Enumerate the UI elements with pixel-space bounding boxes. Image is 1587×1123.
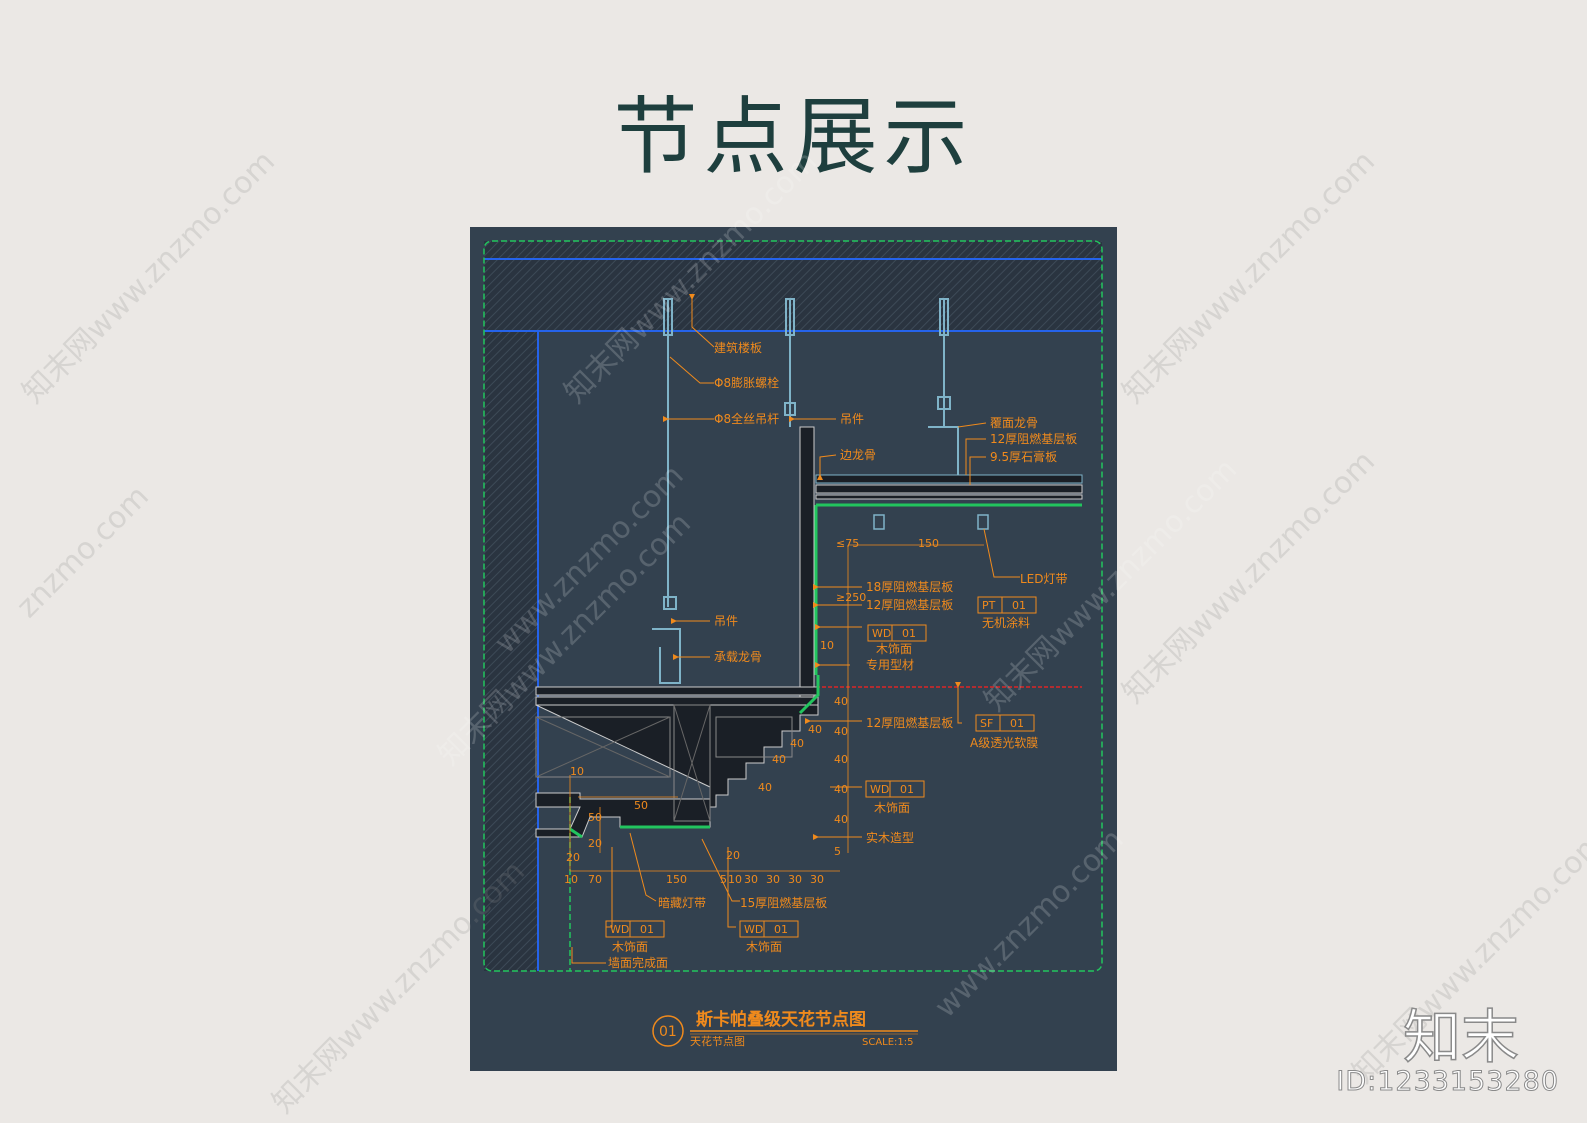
dim-30d: 30 xyxy=(810,873,824,886)
dim-40h: 40 xyxy=(758,781,772,794)
label-hidden-light: 暗藏灯带 xyxy=(658,895,706,910)
dim-40c: 40 xyxy=(834,725,848,738)
label-wood-veneer-4: 木饰面 xyxy=(746,940,782,954)
tag-pt-code: PT xyxy=(982,599,996,612)
dim-20c: 20 xyxy=(726,849,740,862)
label-board12-top: 12厚阻燃基层板 xyxy=(990,431,1077,446)
material-tag-texts: PT 01 WD 01 SF 01 WD 01 WD 01 WD 01 xyxy=(610,599,1026,936)
dim-75: ≤75 xyxy=(836,537,859,550)
dim-10d: 10 xyxy=(728,873,742,886)
tag-wd4-num: 01 xyxy=(774,923,788,936)
light-film-edge xyxy=(798,675,820,715)
dim-40a: 40 xyxy=(834,695,848,708)
frame-dashed xyxy=(483,240,1103,972)
brand-logo: 知末 xyxy=(1402,1002,1520,1072)
label-board12-low: 12厚阻燃基层板 xyxy=(866,715,953,730)
label-led: LED灯带 xyxy=(1020,572,1068,586)
tag-pt-num: 01 xyxy=(1012,599,1026,612)
tag-sf-num: 01 xyxy=(1010,717,1024,730)
label-solid-wood: 实木造型 xyxy=(866,830,914,845)
dim-40d: 40 xyxy=(790,737,804,750)
tag-wd3-num: 01 xyxy=(640,923,654,936)
label-bolt: Φ8膨胀螺栓 xyxy=(714,375,779,390)
dim-40g: 40 xyxy=(834,783,848,796)
dim-50b: 50 xyxy=(588,811,602,824)
label-hanger-low: 吊件 xyxy=(714,614,738,628)
label-board18: 18厚阻燃基层板 xyxy=(866,579,953,594)
upper-ceiling-layers xyxy=(799,426,1083,706)
dim-20a: 20 xyxy=(588,837,602,850)
label-edge-keel: 边龙骨 xyxy=(840,448,876,462)
label-hanger-top: 吊件 xyxy=(840,412,864,426)
dim-70: 70 xyxy=(588,873,602,886)
wall-hatch-fill xyxy=(484,331,538,971)
drawing-title: 斯卡帕叠级天花节点图 xyxy=(696,1009,866,1030)
label-film: A级透光软膜 xyxy=(970,736,1038,750)
dim-40e: 40 xyxy=(834,753,848,766)
dimension-lines xyxy=(569,544,984,872)
label-wood-veneer-1: 木饰面 xyxy=(876,642,912,656)
label-rod: Φ8全丝吊杆 xyxy=(714,411,779,426)
label-wall-finish: 墙面完成面 xyxy=(608,955,668,970)
label-profile: 专用型材 xyxy=(866,657,914,672)
dim-5: 5 xyxy=(834,845,841,858)
dim-30b: 30 xyxy=(766,873,780,886)
label-wood-veneer-2: 木饰面 xyxy=(874,801,910,815)
leader-lines xyxy=(571,294,1020,964)
label-gypsum: 9.5厚石膏板 xyxy=(990,449,1057,464)
watermark-9: 知末网www.znzmo.com xyxy=(1115,444,1382,711)
tag-wd1-num: 01 xyxy=(902,627,916,640)
label-wood-veneer-3: 木饰面 xyxy=(612,940,648,954)
dim-150-top: 150 xyxy=(918,537,939,550)
dim-10b: 10 xyxy=(570,765,584,778)
dim-250: ≥250 xyxy=(836,591,866,604)
label-paint: 无机涂料 xyxy=(982,615,1030,630)
watermark-7: znzmo.com xyxy=(10,478,156,625)
drawing-subtitle: 天花节点图 xyxy=(690,1035,745,1048)
tag-sf-code: SF xyxy=(980,717,993,730)
label-slab: 建筑楼板 xyxy=(714,340,762,355)
label-board12-mid: 12厚阻燃基层板 xyxy=(866,597,953,612)
dim-40i: 40 xyxy=(834,813,848,826)
label-board15: 15厚阻燃基层板 xyxy=(740,895,827,910)
lower-ceiling-layers xyxy=(535,686,819,838)
dim-10a: 10 xyxy=(820,639,834,652)
drawing-scale: SCALE:1:5 xyxy=(862,1037,914,1048)
label-cover-keel: 覆面龙骨 xyxy=(990,416,1038,430)
dim-150-bottom: 150 xyxy=(666,873,687,886)
dim-30c: 30 xyxy=(788,873,802,886)
dim-40b: 40 xyxy=(808,723,822,736)
tag-wd3-code: WD xyxy=(610,923,629,936)
solid-wood-green-edge xyxy=(569,825,710,839)
dim-30a: 30 xyxy=(744,873,758,886)
page-title: 节点展示 xyxy=(613,88,974,186)
image-id: ID:1233153280 xyxy=(1336,1066,1559,1098)
dim-5b: 5 xyxy=(720,873,727,886)
tag-wd2-num: 01 xyxy=(900,783,914,796)
dimension-texts: ≤75 150 ≥250 10 40 40 40 40 40 40 40 40 … xyxy=(564,537,939,886)
label-main-keel: 承载龙骨 xyxy=(714,650,762,664)
dim-20b: 20 xyxy=(566,851,580,864)
dim-40f: 40 xyxy=(772,753,786,766)
tag-wd4-code: WD xyxy=(744,923,763,936)
drawing-number: 01 xyxy=(659,1024,677,1040)
dim-10c: 10 xyxy=(564,873,578,886)
labels: 建筑楼板 Φ8膨胀螺栓 Φ8全丝吊杆 吊件 边龙骨 覆面龙骨 12厚阻燃基层板 … xyxy=(608,340,1077,970)
title-block: 01 斯卡帕叠级天花节点图 天花节点图 SCALE:1:5 xyxy=(652,1009,918,1048)
tag-wd2-code: WD xyxy=(870,783,889,796)
drawing-sheet: 建筑楼板 Φ8膨胀螺栓 Φ8全丝吊杆 吊件 边龙骨 覆面龙骨 12厚阻燃基层板 … xyxy=(470,227,1117,1071)
tag-wd1-code: WD xyxy=(872,627,891,640)
ceiling-node-diagram: 建筑楼板 Φ8膨胀螺栓 Φ8全丝吊杆 吊件 边龙骨 覆面龙骨 12厚阻燃基层板 … xyxy=(483,240,1103,1048)
dim-50a: 50 xyxy=(634,799,648,812)
material-tags xyxy=(605,596,1037,938)
